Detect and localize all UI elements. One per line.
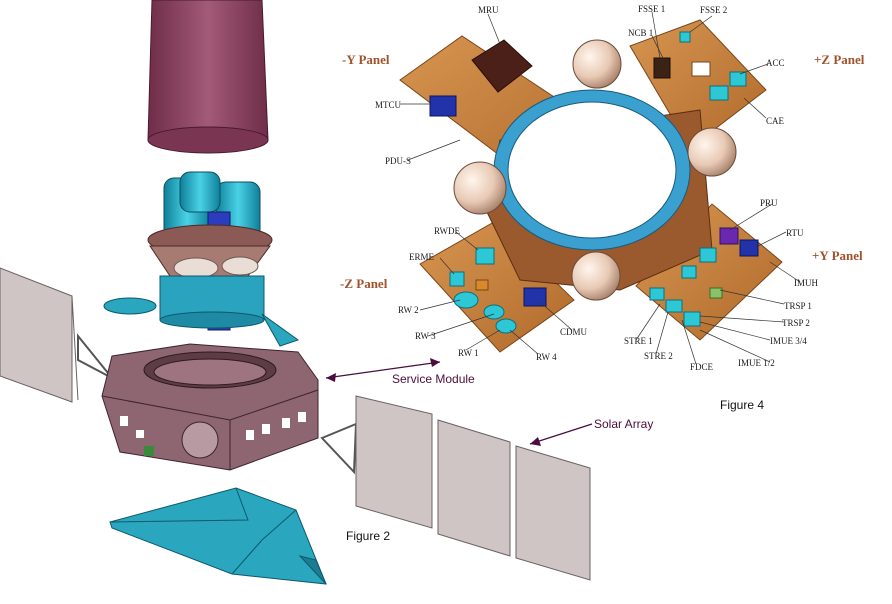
minus-y-panel-label: -Y Panel	[342, 52, 390, 67]
propulsion-module	[103, 171, 300, 347]
label-cae: CAE	[766, 116, 784, 126]
label-fsse1: FSSE 1	[638, 4, 666, 14]
label-fsse2: FSSE 2	[700, 5, 728, 15]
leader-lines	[400, 11, 801, 365]
plus-y-panel-label: +Y Panel	[812, 248, 863, 263]
service-module-callout: Service Module	[392, 372, 475, 386]
plus-z-panel-label: +Z Panel	[814, 52, 865, 67]
service-module-interior	[399, 19, 783, 353]
solar-array-left	[0, 267, 113, 403]
solar-array-right	[320, 395, 591, 581]
callout-arrow-solar-array	[529, 423, 593, 446]
figure-2-caption: Figure 2	[346, 529, 391, 543]
label-pru: PRU	[760, 198, 778, 208]
label-rw1: RW 1	[458, 348, 479, 358]
label-mtcu: MTCU	[375, 100, 402, 110]
label-rwde: RWDE	[434, 226, 460, 236]
label-trsp2: TRSP 2	[782, 318, 810, 328]
label-rw2: RW 2	[398, 305, 419, 315]
label-pdus: PDU-S	[385, 156, 412, 166]
label-stre2: STRE 2	[644, 351, 673, 361]
label-imue12: IMUE 1/2	[738, 358, 775, 368]
service-module-body	[101, 343, 319, 471]
label-rw4: RW 4	[536, 352, 557, 362]
figure-4-caption: Figure 4	[720, 398, 765, 412]
label-imue34: IMUE 3/4	[770, 336, 807, 346]
solar-array-callout: Solar Array	[594, 417, 654, 431]
label-fdce: FDCE	[690, 362, 714, 372]
label-acc: ACC	[766, 58, 785, 68]
label-stre1: STRE 1	[624, 336, 653, 346]
label-rtu: RTU	[786, 228, 804, 238]
label-trsp1: TRSP 1	[784, 301, 812, 311]
label-cdmu: CDMU	[560, 327, 588, 337]
label-imuh: IMUH	[794, 278, 818, 288]
label-ncb1: NCB 1	[628, 28, 654, 38]
launcher-adapter-cone	[147, 0, 269, 154]
bottom-cover	[109, 487, 327, 585]
minus-z-panel-label: -Z Panel	[340, 276, 388, 291]
label-mru: MRU	[478, 5, 499, 15]
label-rw3: RW 3	[415, 331, 436, 341]
callout-arrow-service-module	[325, 358, 441, 382]
label-erme: ERME	[409, 252, 435, 262]
